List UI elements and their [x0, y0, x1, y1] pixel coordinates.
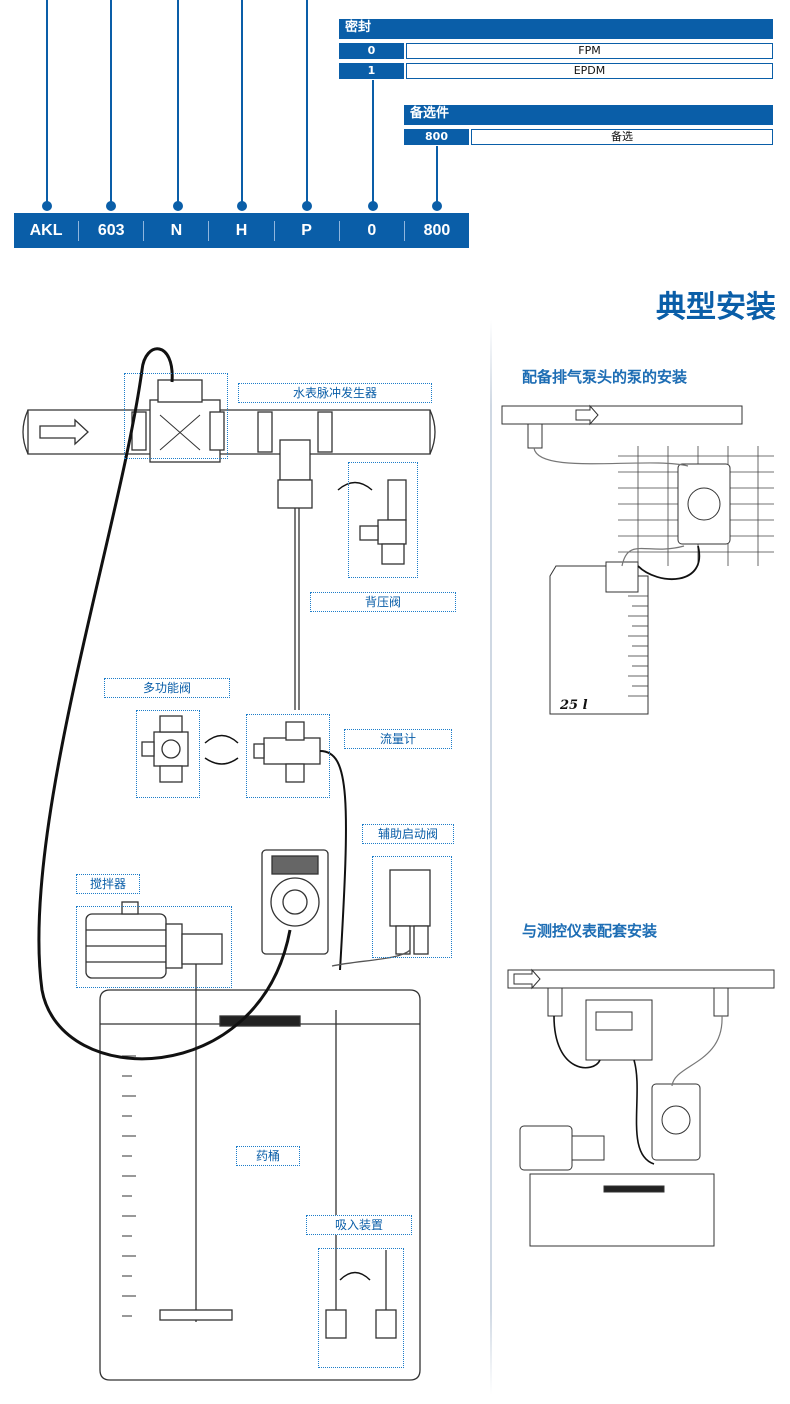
connector-dot: [368, 201, 378, 211]
label-suction-device: 吸入装置: [306, 1215, 412, 1235]
label-multifunction-valve: 多功能阀: [104, 678, 230, 698]
connector-line: [372, 80, 374, 210]
seal-header: 密封: [339, 19, 773, 39]
seal-value-1: EPDM: [406, 63, 773, 79]
label-tank: 药桶: [236, 1146, 300, 1166]
connector-dot: [237, 201, 247, 211]
flow-meter-frame: [246, 714, 330, 798]
label-pulse-generator: 水表脉冲发生器: [238, 383, 432, 403]
aux-priming-valve: [389, 869, 431, 927]
multifunction-valve-frame: [136, 710, 200, 798]
code-seg-4: H: [209, 220, 275, 241]
connector-line: [306, 0, 308, 210]
side-top-diagram: [501, 404, 774, 715]
seal-value-0: FPM: [406, 43, 773, 59]
canister-volume-label: 25 l: [560, 698, 588, 713]
connector-dot: [42, 201, 52, 211]
optional-header: 备选件: [404, 105, 773, 125]
main-installation-diagram: [22, 347, 436, 1381]
section-title: 典型安装: [656, 290, 776, 325]
pulse-generator-frame: [124, 373, 228, 459]
code-bar: AKL 603 N H P 0 800: [14, 213, 469, 248]
connector-dot: [432, 201, 442, 211]
label-flow-meter: 流量计: [344, 729, 452, 749]
connector-dot: [106, 201, 116, 211]
code-seg-3: N: [144, 220, 210, 241]
seal-code-0: 0: [339, 43, 404, 59]
code-seg-seal: 0: [340, 220, 405, 241]
seal-code-1: 1: [339, 63, 404, 79]
optional-value-0: 备选: [471, 129, 773, 145]
connector-line: [177, 0, 179, 210]
side-bottom-diagram: [507, 968, 775, 1247]
column-divider: [490, 320, 492, 1395]
code-seg-size: 603: [79, 220, 145, 241]
side-bottom-title: 与测控仪表配套安装: [522, 922, 658, 940]
label-back-pressure-valve: 背压阀: [310, 592, 456, 612]
flow-arrow: [39, 418, 89, 446]
pulse-generator: [149, 399, 221, 463]
side-top-title: 配备排气泵头的泵的安装: [522, 368, 688, 386]
chemical-tank: [99, 989, 421, 1381]
code-seg-optional: 800: [423, 221, 451, 239]
connector-line: [436, 146, 438, 210]
connector-dot: [302, 201, 312, 211]
mixer-frame: [76, 906, 232, 988]
code-seg-5: P: [275, 220, 340, 241]
connector-line: [46, 0, 48, 210]
connector-line: [241, 0, 243, 210]
connector-line: [110, 0, 112, 210]
back-pressure-valve-frame: [348, 462, 418, 578]
suction-device-frame: [318, 1248, 404, 1368]
label-aux-priming-valve: 辅助启动阀: [362, 824, 454, 844]
code-seg-model: AKL: [14, 220, 80, 241]
connector-dot: [173, 201, 183, 211]
label-mixer: 搅拌器: [76, 874, 140, 894]
optional-code-0: 800: [404, 129, 469, 145]
aux-priming-valve-frame: [372, 856, 452, 958]
signal-cable: [37, 347, 292, 1061]
side-bottom-tank: [529, 1173, 715, 1247]
